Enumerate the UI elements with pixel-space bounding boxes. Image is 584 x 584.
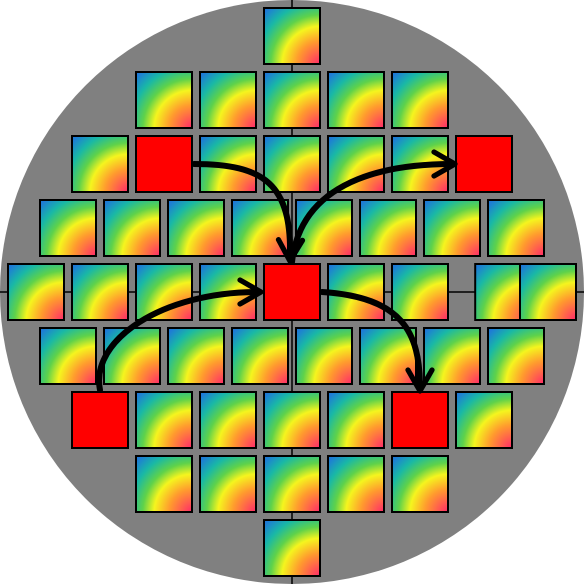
die (263, 455, 321, 513)
die (263, 519, 321, 577)
die (423, 199, 481, 257)
die (423, 327, 481, 385)
die (135, 71, 193, 129)
die (103, 327, 161, 385)
die (295, 327, 353, 385)
die (199, 391, 257, 449)
curved-arrow-icon (191, 161, 306, 264)
die (71, 263, 129, 321)
die (167, 199, 225, 257)
die (135, 455, 193, 513)
die (295, 199, 353, 257)
die (263, 71, 321, 129)
die (39, 199, 97, 257)
die (391, 455, 449, 513)
arrow-layer (96, 149, 458, 394)
selected-die (455, 135, 513, 193)
die (103, 199, 161, 257)
selected-die (391, 391, 449, 449)
die (487, 327, 545, 385)
die (135, 391, 193, 449)
die (231, 199, 289, 257)
die (199, 455, 257, 513)
die (327, 455, 385, 513)
die (487, 199, 545, 257)
die (327, 71, 385, 129)
curved-arrow-icon (96, 277, 264, 393)
selected-die (263, 263, 321, 321)
die-grid (7, 7, 577, 577)
die (327, 391, 385, 449)
die (391, 263, 449, 321)
selected-die (135, 135, 193, 193)
die (455, 391, 513, 449)
die (519, 263, 577, 321)
die (391, 71, 449, 129)
die (199, 71, 257, 129)
die (263, 135, 321, 193)
curved-arrow-icon (289, 149, 458, 265)
die (71, 135, 129, 193)
die (327, 135, 385, 193)
selected-die (71, 391, 129, 449)
die (359, 199, 417, 257)
die (231, 327, 289, 385)
die (39, 327, 97, 385)
die (263, 391, 321, 449)
die (167, 327, 225, 385)
die (263, 7, 321, 65)
curved-arrow-icon (319, 289, 435, 394)
die (7, 263, 65, 321)
